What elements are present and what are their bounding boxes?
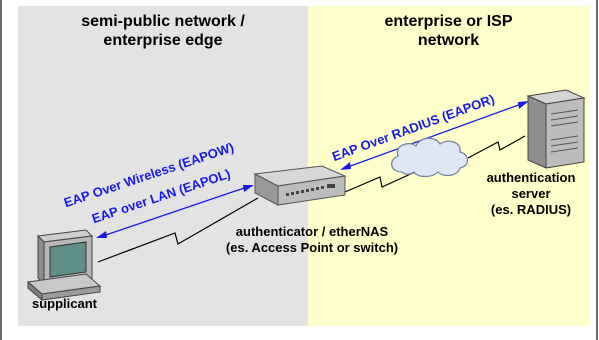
server-label-line1: authentication [486, 170, 576, 185]
left-zone-title-line1: semi-public network / [81, 13, 245, 30]
authenticator-label: authenticator / etherNAS (es. Access Poi… [222, 224, 402, 256]
authenticator-switch-icon [253, 165, 347, 206]
radius-server-icon [526, 89, 586, 169]
supplicant-computer-icon [26, 229, 102, 302]
left-zone-title: semi-public network / enterprise edge [18, 12, 308, 50]
supplicant-label: supplicant [32, 296, 98, 311]
server-label-line2: server [511, 186, 551, 201]
authenticator-to-cloud-line [337, 171, 416, 196]
right-zone-title-line2: network [417, 32, 480, 49]
left-zone-title-line2: enterprise edge [103, 32, 223, 49]
cloud-to-server-line [467, 135, 526, 159]
server-label: authentication server (es. RADIUS) [470, 170, 592, 218]
wireless-link-line [97, 197, 259, 263]
eapol-arrow [96, 185, 254, 238]
right-zone-title: enterprise or ISP network [308, 12, 589, 50]
server-label-line3: (es. RADIUS) [490, 202, 572, 217]
right-zone-title-line1: enterprise or ISP [384, 13, 513, 30]
network-cloud-icon [391, 137, 469, 178]
eapor-arrow [340, 101, 529, 170]
authenticator-label-line1: authenticator / etherNAS [235, 224, 389, 239]
authenticator-label-line2: (es. Access Point or switch) [225, 240, 399, 255]
